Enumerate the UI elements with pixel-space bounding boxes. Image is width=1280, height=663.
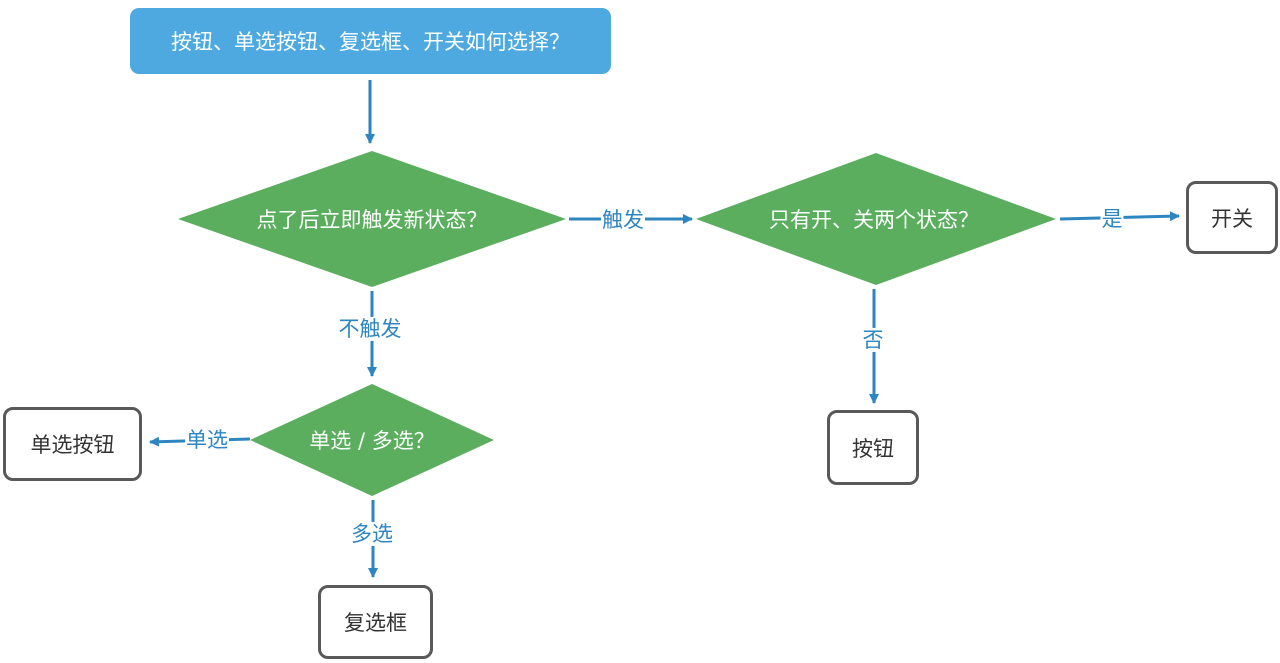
result-checkbox-text: 复选框 [344,611,407,635]
decision-two-states-text: 只有开、关两个状态？ [769,208,979,232]
result-checkbox-node: 复选框 [318,585,433,659]
decision-single-multi-diamond [250,384,494,496]
result-button-text: 按钮 [852,436,894,461]
result-radio-node: 单选按钮 [3,407,142,481]
edge-label-multi: 多选 [350,521,394,547]
edge-label-yes: 是 [1100,206,1124,232]
start-node-text: 按钮、单选按钮、复选框、开关如何选择？ [171,30,570,54]
decision-new-state-diamond [178,151,566,287]
result-radio-text: 单选按钮 [30,433,115,457]
decision-new-state-text: 点了后立即触发新状态？ [256,208,488,232]
edge-label-trigger: 触发 [601,207,645,233]
result-switch-text: 开关 [1211,206,1253,231]
result-button-node: 按钮 [827,410,919,485]
start-node: 按钮、单选按钮、复选框、开关如何选择？ [130,8,611,74]
edge-label-no: 否 [861,327,885,353]
edge-label-single: 单选 [185,427,229,453]
result-switch-node: 开关 [1186,181,1278,254]
decision-two-states-diamond [696,153,1056,285]
decision-single-multi-text: 单选 / 多选？ [309,429,435,453]
edge-label-no-trigger: 不触发 [337,316,403,342]
